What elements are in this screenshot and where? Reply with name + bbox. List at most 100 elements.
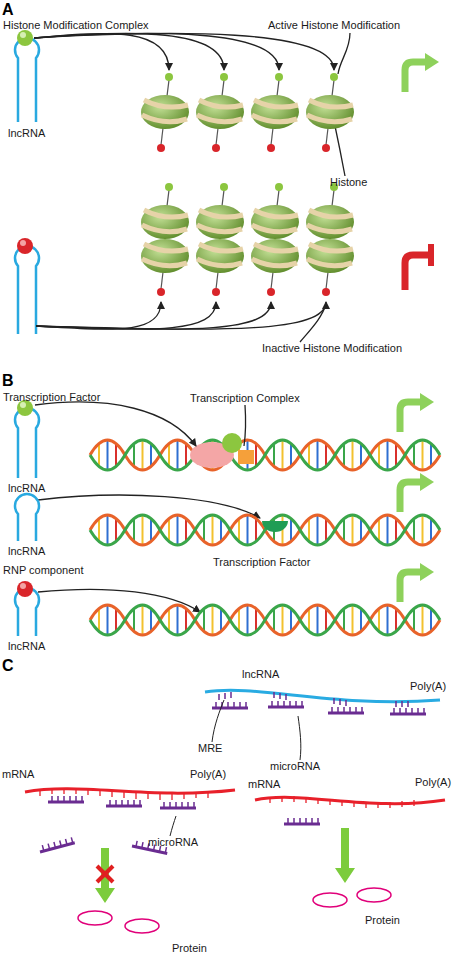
label: Active Histone Modification bbox=[268, 19, 400, 32]
lncrna-hairpin bbox=[15, 581, 39, 636]
bound-micrornas-part bbox=[106, 800, 142, 806]
label: Poly(A) bbox=[410, 680, 446, 693]
histone-pins-part-part bbox=[216, 128, 218, 145]
label: Transcription Factor bbox=[213, 556, 310, 569]
panel-letter: C bbox=[2, 657, 14, 674]
nucleosomes-part bbox=[251, 239, 299, 273]
repression-arrow-part bbox=[405, 255, 428, 290]
free-micrornas-part bbox=[38, 837, 74, 852]
histone-pins-part-part bbox=[157, 288, 165, 296]
histone-pins-part-part bbox=[222, 80, 224, 96]
label: Protein bbox=[172, 942, 207, 955]
label: lncRNA bbox=[8, 482, 45, 495]
modification-arrows-part bbox=[335, 126, 345, 176]
nucleosomes bbox=[141, 205, 354, 273]
modification-arrows-part bbox=[34, 33, 169, 70]
histone-pins-part bbox=[157, 288, 330, 296]
histone-pins-part-part bbox=[220, 183, 228, 191]
label: Protein bbox=[365, 914, 400, 927]
modification-arrows-part bbox=[34, 33, 334, 70]
bound-micrornas-part bbox=[390, 708, 426, 714]
lncrna-hairpin-part bbox=[20, 583, 26, 589]
histone-pins-part-part bbox=[216, 272, 218, 289]
lncrna-hairpin-part bbox=[15, 408, 39, 478]
lncrna-hairpin-part bbox=[20, 240, 26, 246]
label: Poly(A) bbox=[190, 768, 226, 781]
mrna-strand-part bbox=[40, 788, 208, 800]
histone-pins-part-part bbox=[326, 128, 328, 145]
mrna-strand bbox=[25, 788, 235, 800]
modification-arrows bbox=[36, 302, 326, 342]
recruit-arrows-part bbox=[244, 405, 246, 446]
nucleosomes-part bbox=[141, 239, 189, 273]
histone-pins bbox=[157, 183, 338, 296]
modification-arrows bbox=[34, 33, 350, 176]
mrna-strand-part bbox=[25, 789, 235, 793]
modification-arrows-part bbox=[36, 302, 271, 329]
bound-micrornas-part bbox=[48, 796, 84, 802]
label: microRNA bbox=[270, 760, 320, 773]
label: Transcription Factor bbox=[3, 391, 100, 404]
nucleosomes-part bbox=[306, 239, 354, 273]
histone-pins-part-part bbox=[267, 288, 275, 296]
activation-arrow bbox=[400, 393, 434, 432]
histone-pins-part-part bbox=[277, 80, 279, 96]
label: Inactive Histone Modification bbox=[262, 342, 402, 355]
histone-pins-part-part bbox=[275, 73, 283, 81]
label: mRNA bbox=[2, 768, 34, 781]
bound-micrornas-part bbox=[212, 702, 248, 708]
modification-arrows-part bbox=[34, 33, 279, 70]
repression-arrow-part bbox=[428, 244, 434, 266]
protein bbox=[313, 888, 391, 907]
lncrna-hairpin-part bbox=[15, 494, 39, 541]
modification-arrows-part bbox=[36, 302, 326, 329]
label: mRNA bbox=[248, 778, 280, 791]
nucleosomes-part bbox=[306, 205, 354, 239]
histone-pins-part bbox=[161, 190, 334, 289]
dna-helix bbox=[90, 515, 440, 545]
nucleosomes-part bbox=[306, 95, 354, 129]
bound-micrornas bbox=[212, 701, 426, 714]
repression-arrow bbox=[405, 244, 431, 290]
label: RNP component bbox=[3, 564, 84, 577]
nucleosomes-part bbox=[196, 205, 244, 239]
block-mark bbox=[97, 866, 113, 882]
histone-pins-part-part bbox=[322, 144, 330, 152]
label: Histone bbox=[330, 176, 367, 189]
histone-pins-part-part bbox=[212, 288, 220, 296]
modification-arrows-part bbox=[338, 33, 350, 74]
histone-pins-part-part bbox=[275, 183, 283, 191]
protein-part bbox=[357, 888, 391, 902]
label: lncRNA bbox=[8, 640, 45, 653]
recruit-arrows-part bbox=[38, 495, 260, 518]
nucleosomes-part bbox=[251, 205, 299, 239]
label: microRNA bbox=[148, 836, 198, 849]
histone-pins-part bbox=[165, 183, 338, 191]
nucleosomes-part bbox=[141, 95, 189, 129]
protein-part bbox=[313, 893, 347, 907]
activation-arrow bbox=[400, 563, 434, 602]
lncrna-hairpin bbox=[15, 400, 39, 478]
block-mark-part bbox=[97, 866, 113, 882]
panel-letter: B bbox=[2, 372, 14, 389]
translation-arrow bbox=[335, 828, 355, 883]
histone-pins-part-part bbox=[165, 183, 173, 191]
histone-pins-part-part bbox=[212, 144, 220, 152]
mrna-strand-part bbox=[255, 797, 445, 803]
histone-pins-part-part bbox=[271, 272, 273, 289]
mrna-strand-part bbox=[270, 796, 414, 808]
nucleosomes bbox=[141, 95, 354, 129]
recruit-arrows bbox=[35, 402, 260, 612]
dna-helix bbox=[90, 605, 440, 635]
nucleosomes-part bbox=[196, 239, 244, 273]
leader-lines-part bbox=[298, 716, 301, 760]
nucleosomes-part bbox=[251, 95, 299, 129]
panel-letter: A bbox=[2, 1, 14, 18]
lncrna-hairpin bbox=[15, 238, 39, 334]
block-mark-part bbox=[97, 866, 113, 882]
label: Transcription Complex bbox=[190, 392, 300, 405]
histone-pins-part-part bbox=[267, 144, 275, 152]
histone-pins-part-part bbox=[332, 190, 334, 206]
